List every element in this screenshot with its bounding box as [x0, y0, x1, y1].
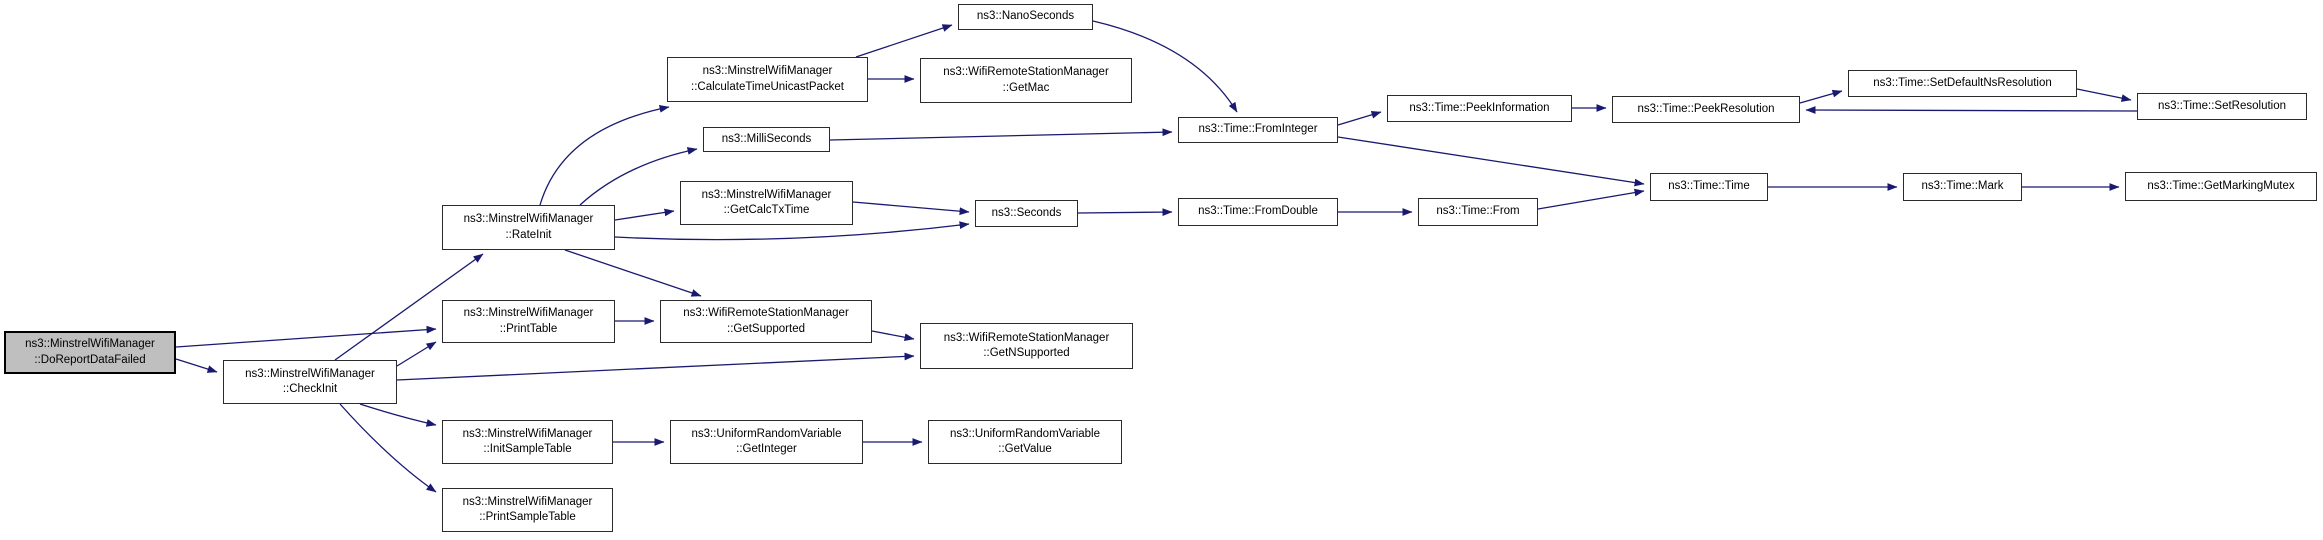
node-label-line: ns3::Time::SetDefaultNsResolution — [1873, 76, 2052, 89]
node-label-line: ns3::Time::Mark — [1921, 180, 2004, 193]
node-label-line: ns3::NanoSeconds — [976, 10, 1075, 23]
node-label-line: ::CheckInit — [282, 383, 338, 395]
node-label-line: ::PrintTable — [499, 322, 558, 335]
node-peek-information[interactable]: ns3::Time::PeekInformation — [1387, 95, 1572, 122]
edge-set-default-ns-resolution-to-set-resolution — [2076, 88, 2132, 102]
edge-seconds-to-from-double — [1077, 208, 1173, 217]
node-label-line: ns3::Seconds — [991, 206, 1062, 219]
node-nano-seconds[interactable]: ns3::NanoSeconds — [958, 4, 1093, 30]
node-set-resolution[interactable]: ns3::Time::SetResolution — [2137, 93, 2307, 120]
edge-get-calc-tx-time-to-seconds — [852, 201, 970, 216]
node-label-line: ::CalculateTimeUnicastPacket — [691, 80, 844, 93]
node-label-line: ns3::UniformRandomVariable — [950, 427, 1100, 440]
node-mark[interactable]: ns3::Time::Mark — [1903, 173, 2022, 201]
node-print-table[interactable]: ns3::MinstrelWifiManager::PrintTable — [442, 300, 615, 343]
node-get-supported[interactable]: ns3::WifiRemoteStationManager::GetSuppor… — [660, 300, 872, 343]
node-label-line: ns3::WifiRemoteStationManager — [943, 331, 1110, 344]
node-get-n-supported[interactable]: ns3::WifiRemoteStationManager::GetNSuppo… — [920, 323, 1133, 369]
edge-rate-init-to-get-calc-tx-time — [614, 208, 675, 221]
node-from[interactable]: ns3::Time::From — [1418, 198, 1538, 226]
node-label-line: ::InitSampleTable — [483, 443, 572, 455]
node-label-line: ns3::Time::FromDouble — [1198, 205, 1318, 218]
node-get-value[interactable]: ns3::UniformRandomVariable::GetValue — [928, 420, 1122, 464]
node-label-line: ::PrintSampleTable — [479, 511, 576, 523]
node-from-double[interactable]: ns3::Time::FromDouble — [1178, 198, 1338, 226]
node-label-line: ns3::MinstrelWifiManager — [463, 213, 594, 225]
edge-nano-seconds-to-from-integer — [1092, 20, 1238, 113]
node-label-line: ns3::UniformRandomVariable — [691, 427, 842, 440]
node-label-line: ::RateInit — [505, 228, 552, 241]
node-label-line: ns3::Time::Time — [1668, 180, 1750, 193]
edge-rate-init-to-seconds — [614, 221, 970, 241]
node-label-line: ::GetNSupported — [983, 347, 1070, 359]
node-label-line: ns3::MinstrelWifiManager — [702, 65, 833, 77]
edge-rate-init-to-milli-seconds — [579, 147, 698, 206]
node-time-time[interactable]: ns3::Time::Time — [1650, 173, 1768, 201]
node-do-report-data-failed: ns3::MinstrelWifiManager::DoReportDataFa… — [4, 331, 176, 374]
node-label-line: ns3::Time::PeekInformation — [1409, 101, 1550, 114]
node-label-line: ::GetSupported — [727, 322, 805, 335]
node-from-integer[interactable]: ns3::Time::FromInteger — [1178, 117, 1338, 143]
node-label-line: ::GetValue — [998, 443, 1052, 455]
node-label-line: ns3::MinstrelWifiManager — [701, 188, 832, 201]
node-label-line: ns3::MinstrelWifiManager — [463, 307, 594, 319]
edge-from-to-time-time — [1537, 188, 1645, 210]
node-label-line: ::DoReportDataFailed — [34, 353, 146, 366]
node-print-sample-table[interactable]: ns3::MinstrelWifiManager::PrintSampleTab… — [442, 488, 613, 532]
node-label-line: ::GetMac — [1002, 81, 1050, 94]
node-label-line: ns3::MinstrelWifiManager — [462, 427, 593, 440]
edge-do-report-data-failed-to-print-table — [175, 325, 437, 348]
edge-rate-init-to-get-supported — [564, 249, 702, 297]
node-label-line: ns3::MinstrelWifiManager — [462, 495, 593, 508]
node-rate-init[interactable]: ns3::MinstrelWifiManager::RateInit — [442, 205, 615, 250]
edge-calculate-time-unicast-packet-to-nano-seconds — [855, 24, 953, 58]
node-get-calc-tx-time[interactable]: ns3::MinstrelWifiManager::GetCalcTxTime — [680, 181, 853, 225]
node-label-line: ns3::Time::GetMarkingMutex — [2147, 179, 2295, 192]
edge-check-init-to-print-sample-table — [339, 403, 437, 493]
node-seconds[interactable]: ns3::Seconds — [975, 200, 1078, 227]
node-label-line: ns3::MinstrelWifiManager — [25, 338, 155, 350]
edge-from-integer-to-peek-information — [1337, 111, 1382, 126]
node-peek-resolution[interactable]: ns3::Time::PeekResolution — [1612, 96, 1800, 123]
node-label-line: ns3::WifiRemoteStationManager — [683, 307, 849, 319]
edge-rate-init-to-calculate-time-unicast-packet — [539, 105, 670, 206]
node-milli-seconds[interactable]: ns3::MilliSeconds — [703, 127, 830, 152]
node-get-integer[interactable]: ns3::UniformRandomVariable::GetInteger — [670, 420, 863, 464]
edge-peek-resolution-to-set-default-ns-resolution — [1799, 89, 1843, 104]
node-calculate-time-unicast-packet[interactable]: ns3::MinstrelWifiManager::CalculateTimeU… — [667, 57, 868, 102]
node-label-line: ::GetCalcTxTime — [723, 204, 810, 216]
edge-get-supported-to-get-n-supported — [871, 330, 915, 342]
edge-milli-seconds-to-from-integer — [829, 128, 1173, 141]
edge-check-init-to-get-n-supported — [396, 352, 915, 381]
edge-do-report-data-failed-to-check-init — [175, 358, 218, 373]
node-label-line: ns3::MilliSeconds — [721, 132, 812, 145]
node-label-line: ::GetInteger — [736, 443, 797, 455]
node-label-line: ns3::Time::FromInteger — [1198, 123, 1318, 136]
node-label-line: ns3::Time::From — [1436, 205, 1520, 218]
edge-check-init-to-init-sample-table — [359, 403, 437, 427]
node-label-line: ns3::MinstrelWifiManager — [245, 367, 375, 380]
node-set-default-ns-resolution[interactable]: ns3::Time::SetDefaultNsResolution — [1848, 70, 2077, 97]
edge-check-init-to-rate-init — [334, 253, 484, 361]
node-get-mac[interactable]: ns3::WifiRemoteStationManager::GetMac — [920, 58, 1132, 103]
edge-check-init-to-print-table — [396, 341, 437, 367]
edge-set-resolution-to-peek-resolution — [1805, 106, 2138, 114]
node-label-line: ns3::Time::PeekResolution — [1637, 102, 1775, 115]
node-init-sample-table[interactable]: ns3::MinstrelWifiManager::InitSampleTabl… — [442, 420, 613, 464]
node-check-init[interactable]: ns3::MinstrelWifiManager::CheckInit — [223, 360, 397, 404]
edge-from-integer-to-time-time — [1337, 136, 1645, 187]
node-get-marking-mutex[interactable]: ns3::Time::GetMarkingMutex — [2125, 172, 2317, 201]
node-label-line: ns3::Time::SetResolution — [2157, 99, 2287, 112]
node-label-line: ns3::WifiRemoteStationManager — [943, 66, 1109, 78]
